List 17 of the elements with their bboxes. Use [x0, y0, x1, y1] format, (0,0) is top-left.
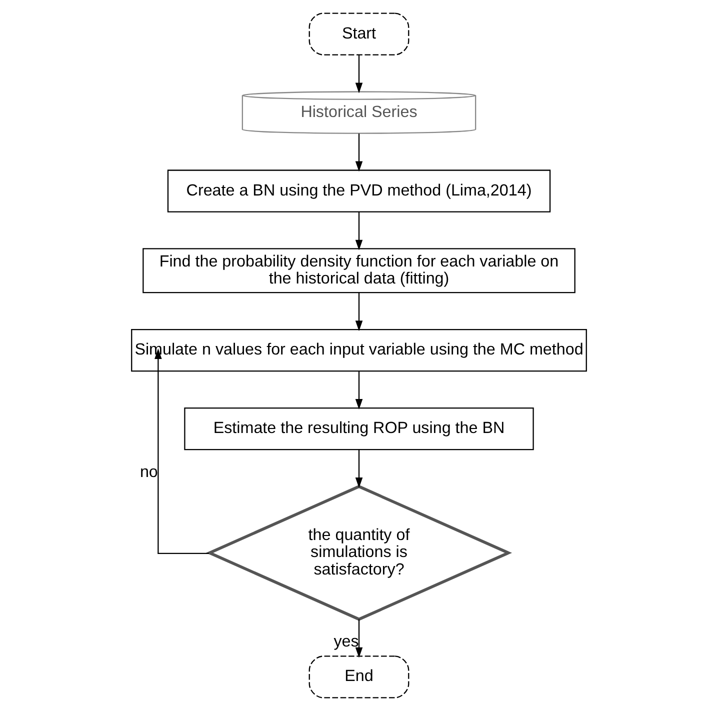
edge-label: no	[139, 462, 158, 481]
node-box: Simulate n values for each input variable using the MC method	[130, 328, 586, 372]
arrow	[354, 55, 362, 94]
edge-label: yes	[333, 632, 358, 651]
node-box: Create a BN using the PVD method (Lima,2014)	[166, 170, 550, 212]
node-diamond: the quantity of simulations is satisfactory?	[205, 484, 512, 621]
arrow	[354, 371, 362, 410]
arrow	[354, 134, 362, 172]
arrow	[354, 292, 362, 332]
node-box: Start	[308, 12, 409, 56]
arrow	[154, 348, 208, 554]
node-box: Estimate the resulting ROP using the BN	[184, 407, 534, 450]
arrow	[354, 450, 362, 488]
arrow	[354, 212, 362, 250]
node-box: End	[308, 656, 409, 698]
node-box: Find the probability density function for each variable on the historical data (fitting)	[142, 248, 575, 294]
arrow	[354, 619, 362, 658]
